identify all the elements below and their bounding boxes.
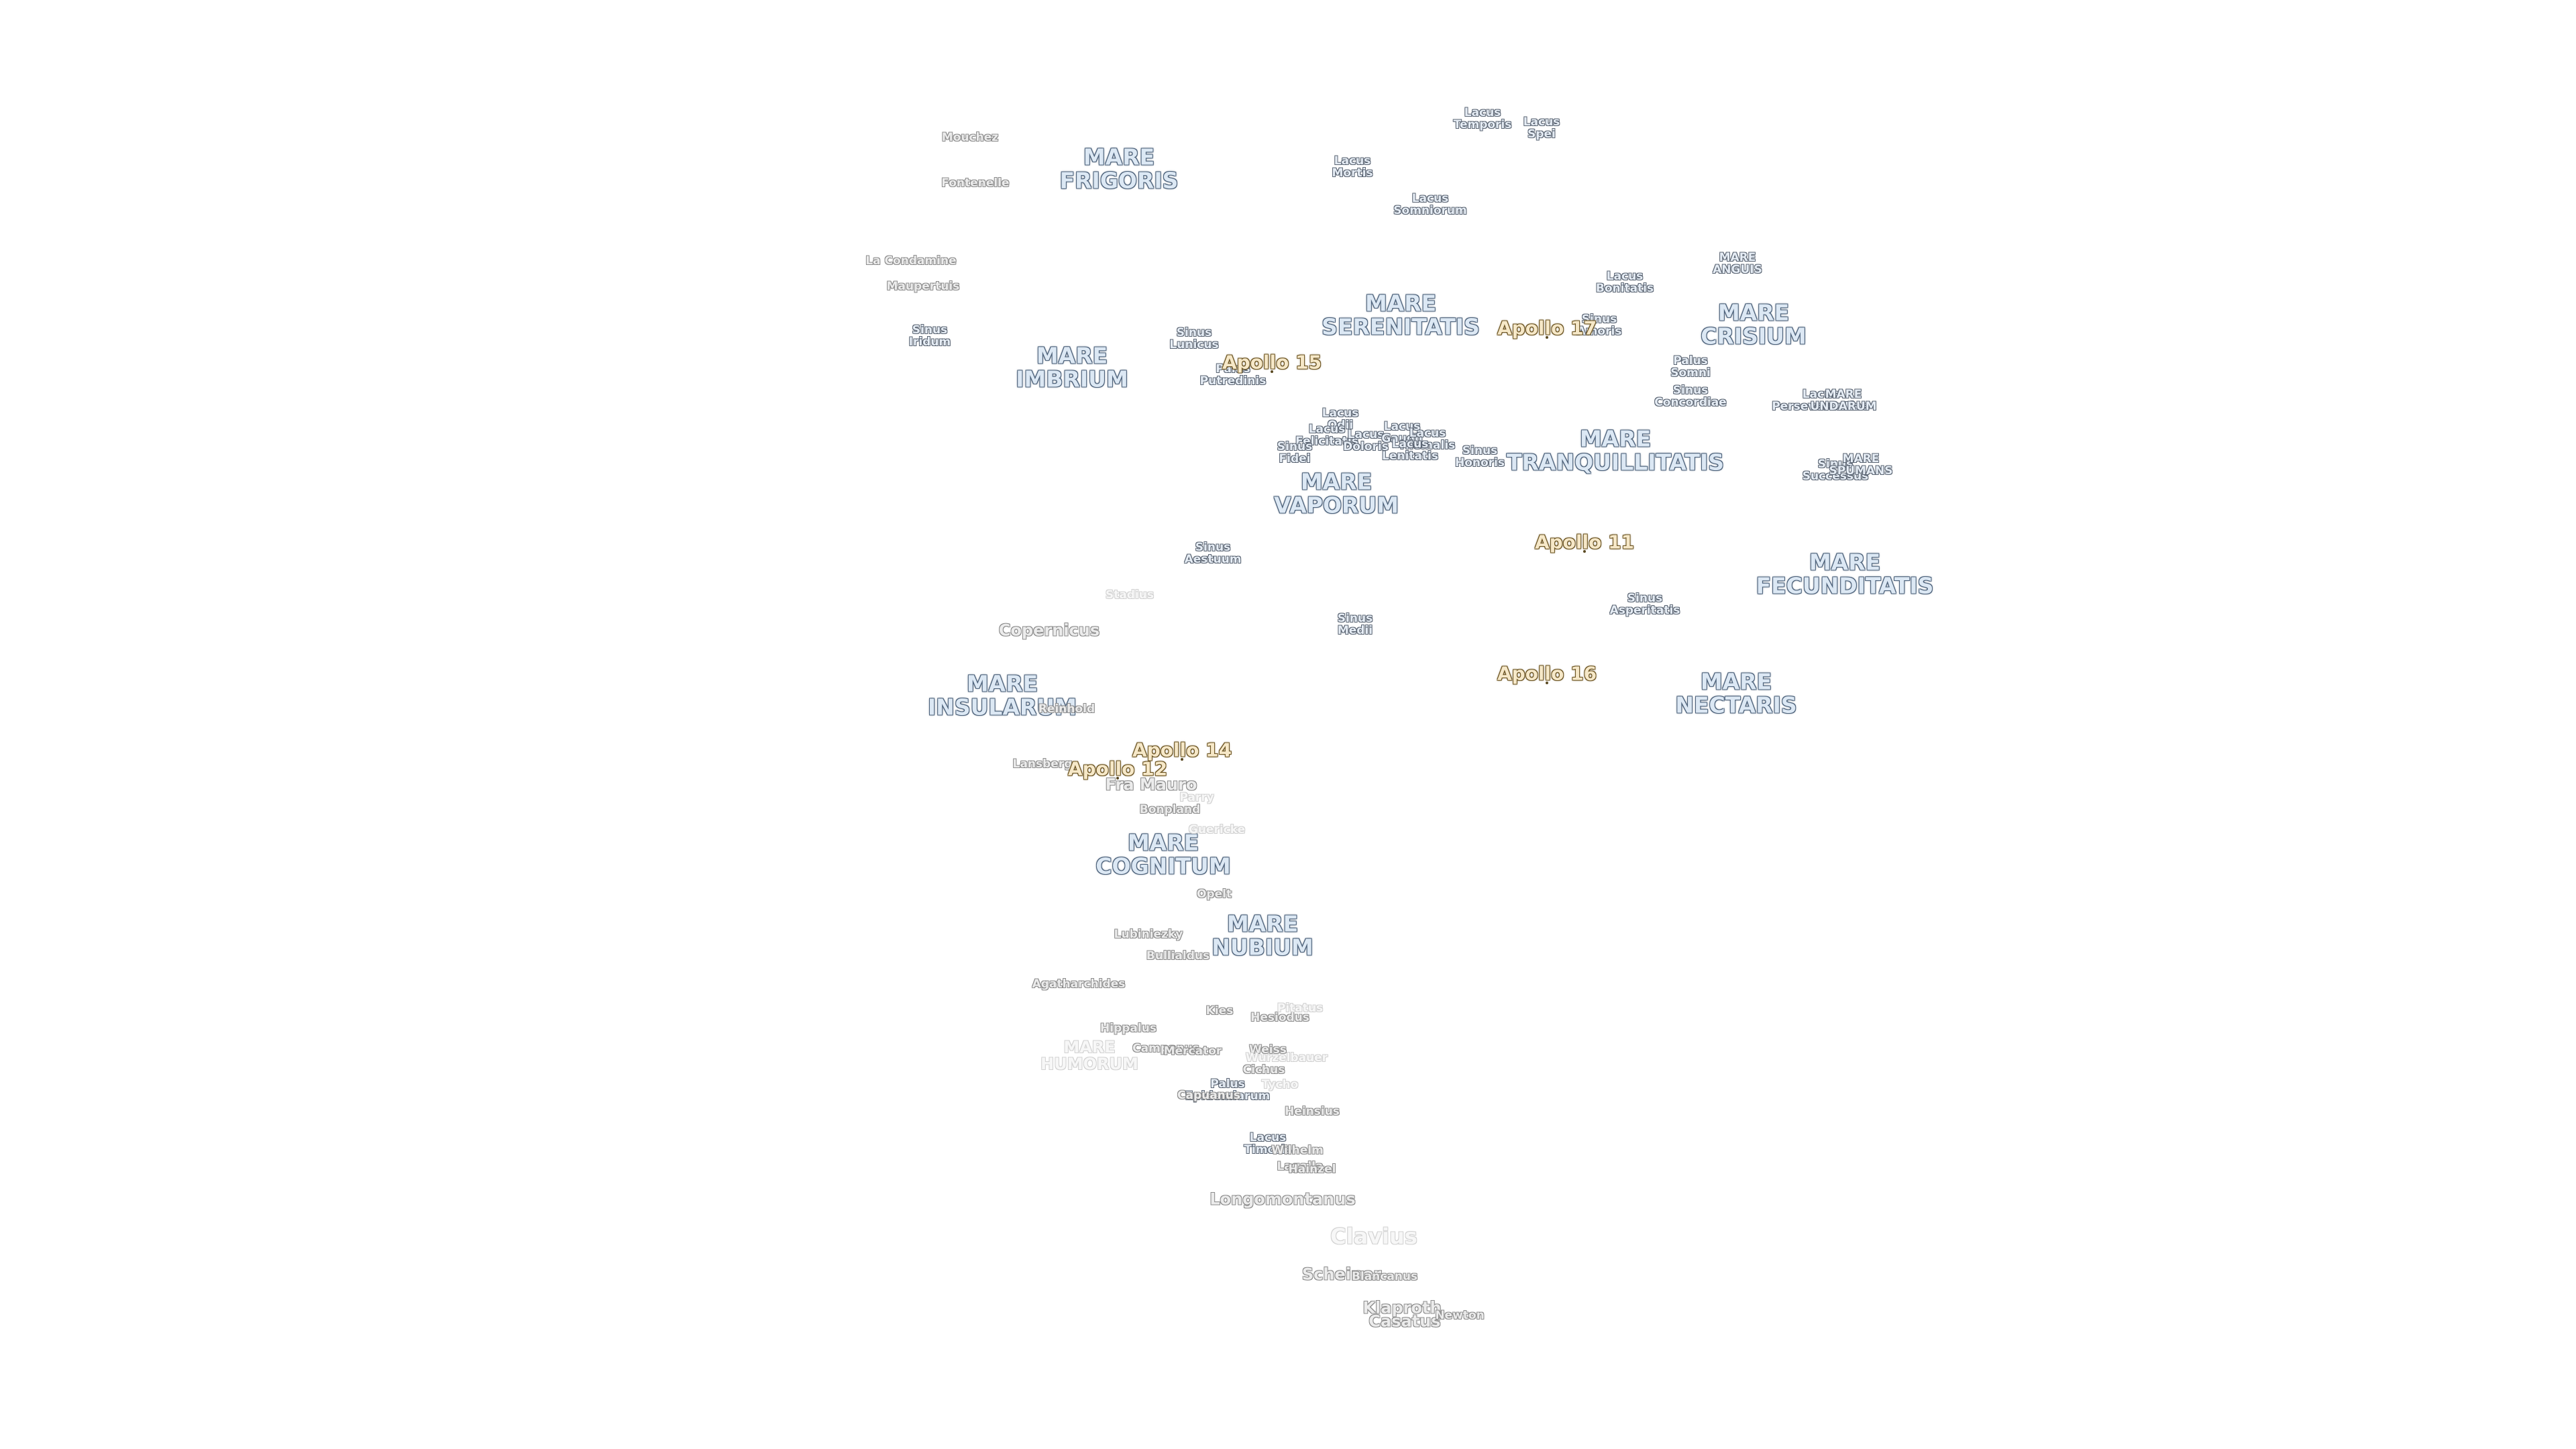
feature-label-sinus-successus: Sinus Successus [1802, 458, 1869, 483]
landing-site-marker-apollo-16 [1546, 682, 1548, 684]
crater-label-la-condamine: La Condamine [865, 254, 957, 268]
feature-label-sinus-asperitatis: Sinus Asperitatis [1609, 592, 1680, 617]
apollo-label-apollo-15: Apollo 15 [1222, 351, 1322, 374]
feature-label-lacus-timoris: Lacus Timoris [1244, 1131, 1292, 1157]
feature-label-sinus-amoris: Sinus Amoris [1576, 313, 1622, 338]
crater-label-parry: Parry [1179, 791, 1214, 805]
feature-label-lacus-spei: Lacus Spei [1523, 115, 1560, 141]
crater-label-heinsius: Heinsius [1285, 1105, 1340, 1119]
crater-label-blancanus: Blancanus [1351, 1270, 1418, 1284]
feature-label-lacus-felicitatis: Lacus Felicitatis [1295, 423, 1358, 448]
crater-label-klaproth: Klaproth [1362, 1298, 1442, 1318]
feature-label-mare-anguis: MARE ANGUIS [1713, 251, 1762, 276]
crater-label-fra-mauro: Fra Mauro [1105, 775, 1197, 794]
landing-site-marker-apollo-14 [1181, 758, 1183, 761]
feature-label-lacus-bonitatis: Lacus Bonitatis [1595, 270, 1654, 295]
crater-label-fontenelle: Fontenelle [941, 176, 1010, 191]
crater-label-longomontanus: Longomontanus [1210, 1189, 1356, 1209]
crater-label-tycho: Tycho [1261, 1078, 1299, 1092]
crater-label-lansberg: Lansberg [1012, 757, 1073, 771]
feature-label-sinus-honoris: Sinus Honoris [1454, 444, 1505, 470]
crater-label-clavius: Clavius [1330, 1224, 1417, 1250]
feature-label-palus-putredinis: Palus Putredinis [1199, 362, 1267, 388]
feature-label-lacus-doloris: Lacus Doloris [1343, 428, 1389, 453]
mare-label-mare-nectaris: MARE NECTARIS [1675, 668, 1797, 718]
crater-label-bonpland: Bonpland [1139, 803, 1201, 817]
mare-label-mare-insularum: MARE INSULARUM [927, 670, 1077, 720]
crater-label-pitatus: Pitatus [1277, 1002, 1324, 1016]
crater-label-stadius: Stadius [1105, 588, 1155, 602]
apollo-label-apollo-17: Apollo 17 [1497, 317, 1597, 339]
feature-label-sinus-fidei: Sinus Fidei [1277, 440, 1313, 466]
feature-label-mare-spumans: MARE SPUMANS [1829, 452, 1893, 478]
crater-label-lubiniezky: Lubiniezky [1114, 928, 1183, 942]
apollo-label-apollo-16: Apollo 16 [1497, 662, 1597, 685]
mare-label-mare-cognitum: MARE COGNITUM [1095, 829, 1231, 879]
feature-label-sinus-iridum: Sinus Iridum [908, 323, 951, 349]
crater-label-wurzelbauer: Wurzelbauer [1245, 1051, 1328, 1065]
crater-label-maupertuis: Maupertuis [886, 280, 960, 294]
crater-label-copernicus: Copernicus [998, 621, 1100, 640]
crater-label-hainzel: Hainzel [1288, 1163, 1336, 1177]
feature-label-sinus-concordiae: Sinus Concordiae [1654, 384, 1727, 409]
feature-label-mare-undarum: MARE UNDARUM [1810, 388, 1877, 413]
crater-label-mare-humorum: MARE HUMORUM [1040, 1037, 1138, 1073]
crater-label-hesiodus: Hesiodus [1250, 1011, 1309, 1025]
apollo-label-apollo-11: Apollo 11 [1534, 531, 1635, 553]
mare-label-mare-imbrium: MARE IMBRIUM [1016, 342, 1128, 392]
mare-label-mare-fecunditatis: MARE FECUNDITATIS [1756, 549, 1934, 598]
crater-label-casatus: Casatus [1368, 1311, 1441, 1331]
feature-label-lacus-temporis: Lacus Temporis [1453, 106, 1512, 131]
mare-label-mare-vaporum: MARE VAPORUM [1273, 468, 1399, 518]
landing-site-marker-apollo-11 [1583, 550, 1586, 553]
feature-label-lacus-lenitatis: Lacus Lenitatis [1382, 437, 1438, 463]
apollo-label-apollo-12: Apollo 12 [1067, 757, 1168, 780]
crater-label-capuanus: Capuanus [1177, 1089, 1241, 1103]
mare-label-mare-crisium: MARE CRISIUM [1701, 299, 1807, 349]
mare-label-mare-serenitatis: MARE SERENITATIS [1322, 290, 1480, 339]
crater-label-bullialdus: Bullialdus [1146, 949, 1210, 963]
feature-label-palus-somni: Palus Somni [1670, 354, 1711, 380]
feature-label-palus-epidemiarum: Palus Epidemiarum [1185, 1077, 1271, 1103]
crater-label-guericke: Guericke [1188, 823, 1246, 837]
crater-label-lagalla: Lagalla [1277, 1160, 1324, 1174]
mare-label-mare-nubium: MARE NUBIUM [1212, 910, 1313, 960]
crater-label-mouchez: Mouchez [941, 131, 999, 145]
crater-label-newton: Newton [1435, 1309, 1485, 1323]
mare-label-mare-frigoris: MARE FRIGORIS [1059, 144, 1179, 193]
crater-label-opelt: Opelt [1196, 888, 1232, 902]
crater-label-weiss: Weiss [1249, 1043, 1287, 1057]
feature-label-sinus-aestuum: Sinus Aestuum [1184, 541, 1242, 566]
landing-site-marker-apollo-17 [1546, 336, 1548, 339]
landing-site-marker-apollo-12 [1116, 777, 1119, 780]
feature-label-lacus-somniorum: Lacus Somniorum [1393, 192, 1467, 217]
crater-label-campanus: Campanus [1132, 1042, 1199, 1056]
crater-label-scheiner: Scheiner [1301, 1265, 1382, 1284]
crater-label-cichus: Cichus [1242, 1063, 1285, 1077]
feature-label-sinus-lunicus: Sinus Lunicus [1169, 326, 1219, 352]
feature-label-lacus-gaudii: Lacus Gaudii [1381, 420, 1423, 445]
crater-label-hippalus: Hippalus [1100, 1022, 1157, 1036]
crater-label-mercator: Mercator [1163, 1044, 1222, 1059]
crater-label-agatharchides: Agatharchides [1032, 977, 1126, 991]
feature-label-lacus-perseverantiae: Lacus Perseverantiae [1772, 388, 1870, 413]
crater-label-reinhold: Reinhold [1038, 702, 1095, 716]
mare-label-mare-tranquillitatis: MARE TRANQUILLITATIS [1506, 425, 1725, 475]
crater-label-kies: Kies [1205, 1004, 1234, 1018]
landing-site-marker-apollo-15 [1271, 370, 1273, 373]
feature-label-lacus-mortis: Lacus Mortis [1332, 154, 1373, 180]
feature-label-lacus-odii: Lacus Odii [1322, 407, 1359, 432]
apollo-label-apollo-14: Apollo 14 [1132, 739, 1232, 761]
crater-label-wilhelm: Wilhelm [1271, 1144, 1324, 1158]
feature-label-sinus-medii: Sinus Medii [1337, 612, 1373, 637]
feature-label-lacus-hiemalis: Lacus Hiemalis [1399, 427, 1456, 452]
